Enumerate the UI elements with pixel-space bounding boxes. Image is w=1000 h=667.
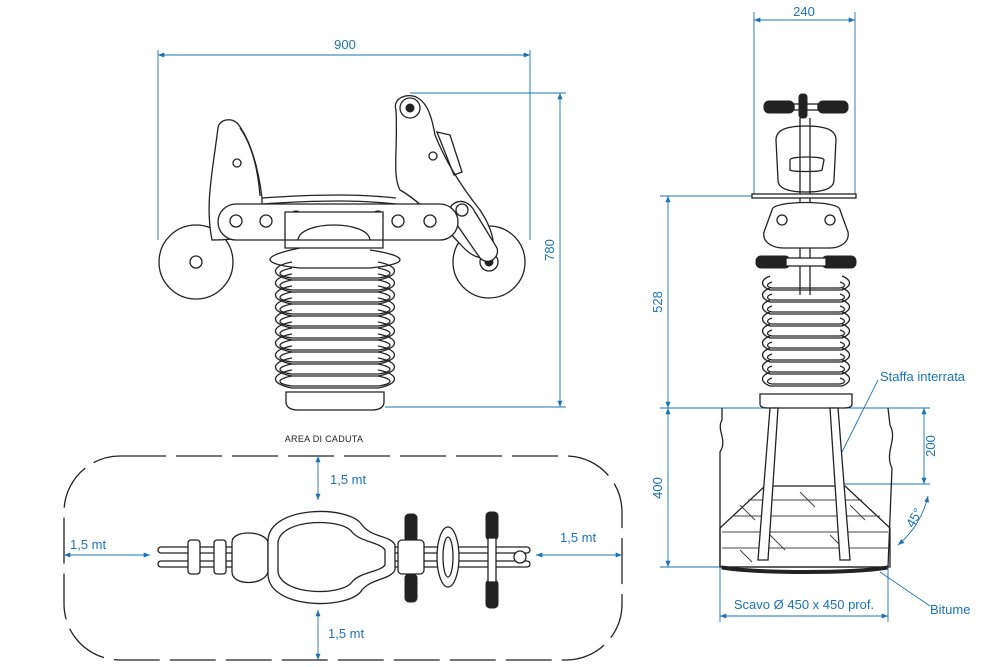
callout-bitumen: Bitume (879, 571, 970, 617)
dimension-label-height: 780 (542, 239, 557, 261)
dimension-depth-400: 400 (650, 408, 724, 568)
dimension-label-width: 900 (334, 37, 356, 52)
rear-wheel (158, 224, 234, 300)
dimension-depth-200: 200 (840, 408, 938, 485)
margin-left-label: 1,5 mt (70, 537, 107, 552)
callout-bracket: Staffa interrata (841, 369, 966, 453)
margin-right: 1,5 mt (536, 530, 622, 558)
excavation-note: Scavo Ø 450 x 450 prof. (719, 567, 889, 622)
spring-front (269, 247, 401, 411)
margin-right-label: 1,5 mt (560, 530, 597, 545)
callout-bitumen-label: Bitume (930, 602, 970, 617)
callout-bracket-label: Staffa interrata (880, 369, 966, 384)
margin-left: 1,5 mt (64, 537, 150, 558)
fall-area-view: AREA DI CADUTA 1,5 mt 1,5 mt 1,5 mt 1,5 … (63, 434, 623, 661)
front-view: 900 780 (157, 37, 566, 411)
handlebar (763, 93, 849, 119)
excavation-note-label: Scavo Ø 450 x 450 prof. (734, 597, 874, 612)
dimension-width-240: 240 (753, 4, 856, 195)
top-view-rider (157, 510, 531, 609)
dimension-label-bracket-depth: 200 (923, 435, 938, 457)
margin-top: 1,5 mt (315, 456, 367, 500)
spring-side (759, 275, 853, 409)
foot-pegs (755, 255, 857, 269)
dimension-label-foundation-depth: 400 (650, 477, 665, 499)
margin-bottom: 1,5 mt (315, 610, 365, 660)
fall-area-title: AREA DI CADUTA (285, 434, 364, 444)
margin-bottom-label: 1,5 mt (328, 626, 365, 641)
margin-top-label: 1,5 mt (330, 472, 367, 487)
side-view: 240 528 400 200 45° (650, 4, 970, 622)
foundation-pit (719, 407, 894, 574)
head-plate (775, 125, 837, 193)
dimension-label-spring-height: 528 (650, 291, 665, 313)
angle-label: 45° (903, 505, 926, 530)
angle-45: 45° (897, 495, 930, 546)
fall-area-boundary (63, 455, 623, 661)
dimension-height-780: 780 (385, 92, 566, 408)
dimension-width-900: 900 (157, 37, 531, 240)
spring-top-bracket (284, 211, 384, 249)
dimension-label-side-width: 240 (793, 4, 815, 19)
seat-top (267, 510, 396, 605)
